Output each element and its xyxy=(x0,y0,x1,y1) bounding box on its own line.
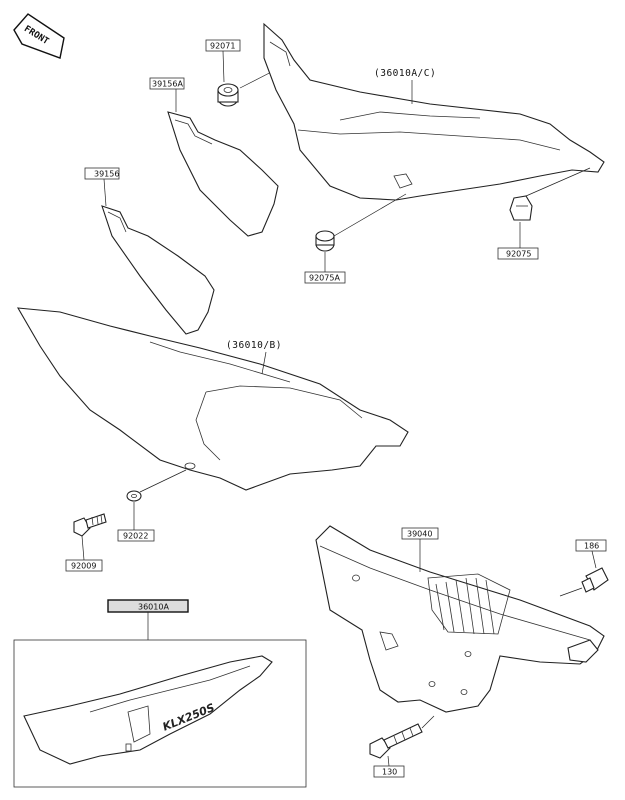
front-arrow-badge: FRONT xyxy=(13,13,65,59)
clip-92075 xyxy=(509,195,533,221)
screw-92009 xyxy=(73,513,107,537)
washer-92022 xyxy=(126,490,142,502)
label-box-39156 xyxy=(84,167,120,180)
bolt-186 xyxy=(581,567,609,593)
label-36010B: (36010/B) xyxy=(226,340,282,351)
label-39156A: 39156A xyxy=(152,80,183,89)
grommet-92075A xyxy=(315,230,335,252)
label-92009: 92009 xyxy=(71,562,96,571)
label-39156: 39156 xyxy=(94,170,119,179)
label-box-186 xyxy=(575,539,607,552)
label-92075A: 92075A xyxy=(309,274,340,283)
side-cover-lower-36010B xyxy=(16,307,409,491)
side-cover-upper-36010AC xyxy=(263,22,605,201)
label-box-92022 xyxy=(117,529,155,542)
label-box-39156A xyxy=(149,77,185,90)
label-box-92075 xyxy=(497,247,539,260)
heat-guard-39040 xyxy=(315,525,605,713)
label-130: 130 xyxy=(382,768,397,777)
label-92022: 92022 xyxy=(123,532,148,541)
bolt-130 xyxy=(369,723,423,759)
grommet-92071 xyxy=(217,83,239,107)
label-36010AC: (36010A/C) xyxy=(374,68,436,79)
label-186: 186 xyxy=(584,542,599,551)
label-92075: 92075 xyxy=(506,250,531,259)
label-92071: 92071 xyxy=(210,42,235,51)
label-36010A-decal: 36010A xyxy=(138,603,169,612)
panel-39156 xyxy=(101,205,215,335)
label-39040: 39040 xyxy=(407,530,432,539)
panel-39156A xyxy=(167,111,279,237)
